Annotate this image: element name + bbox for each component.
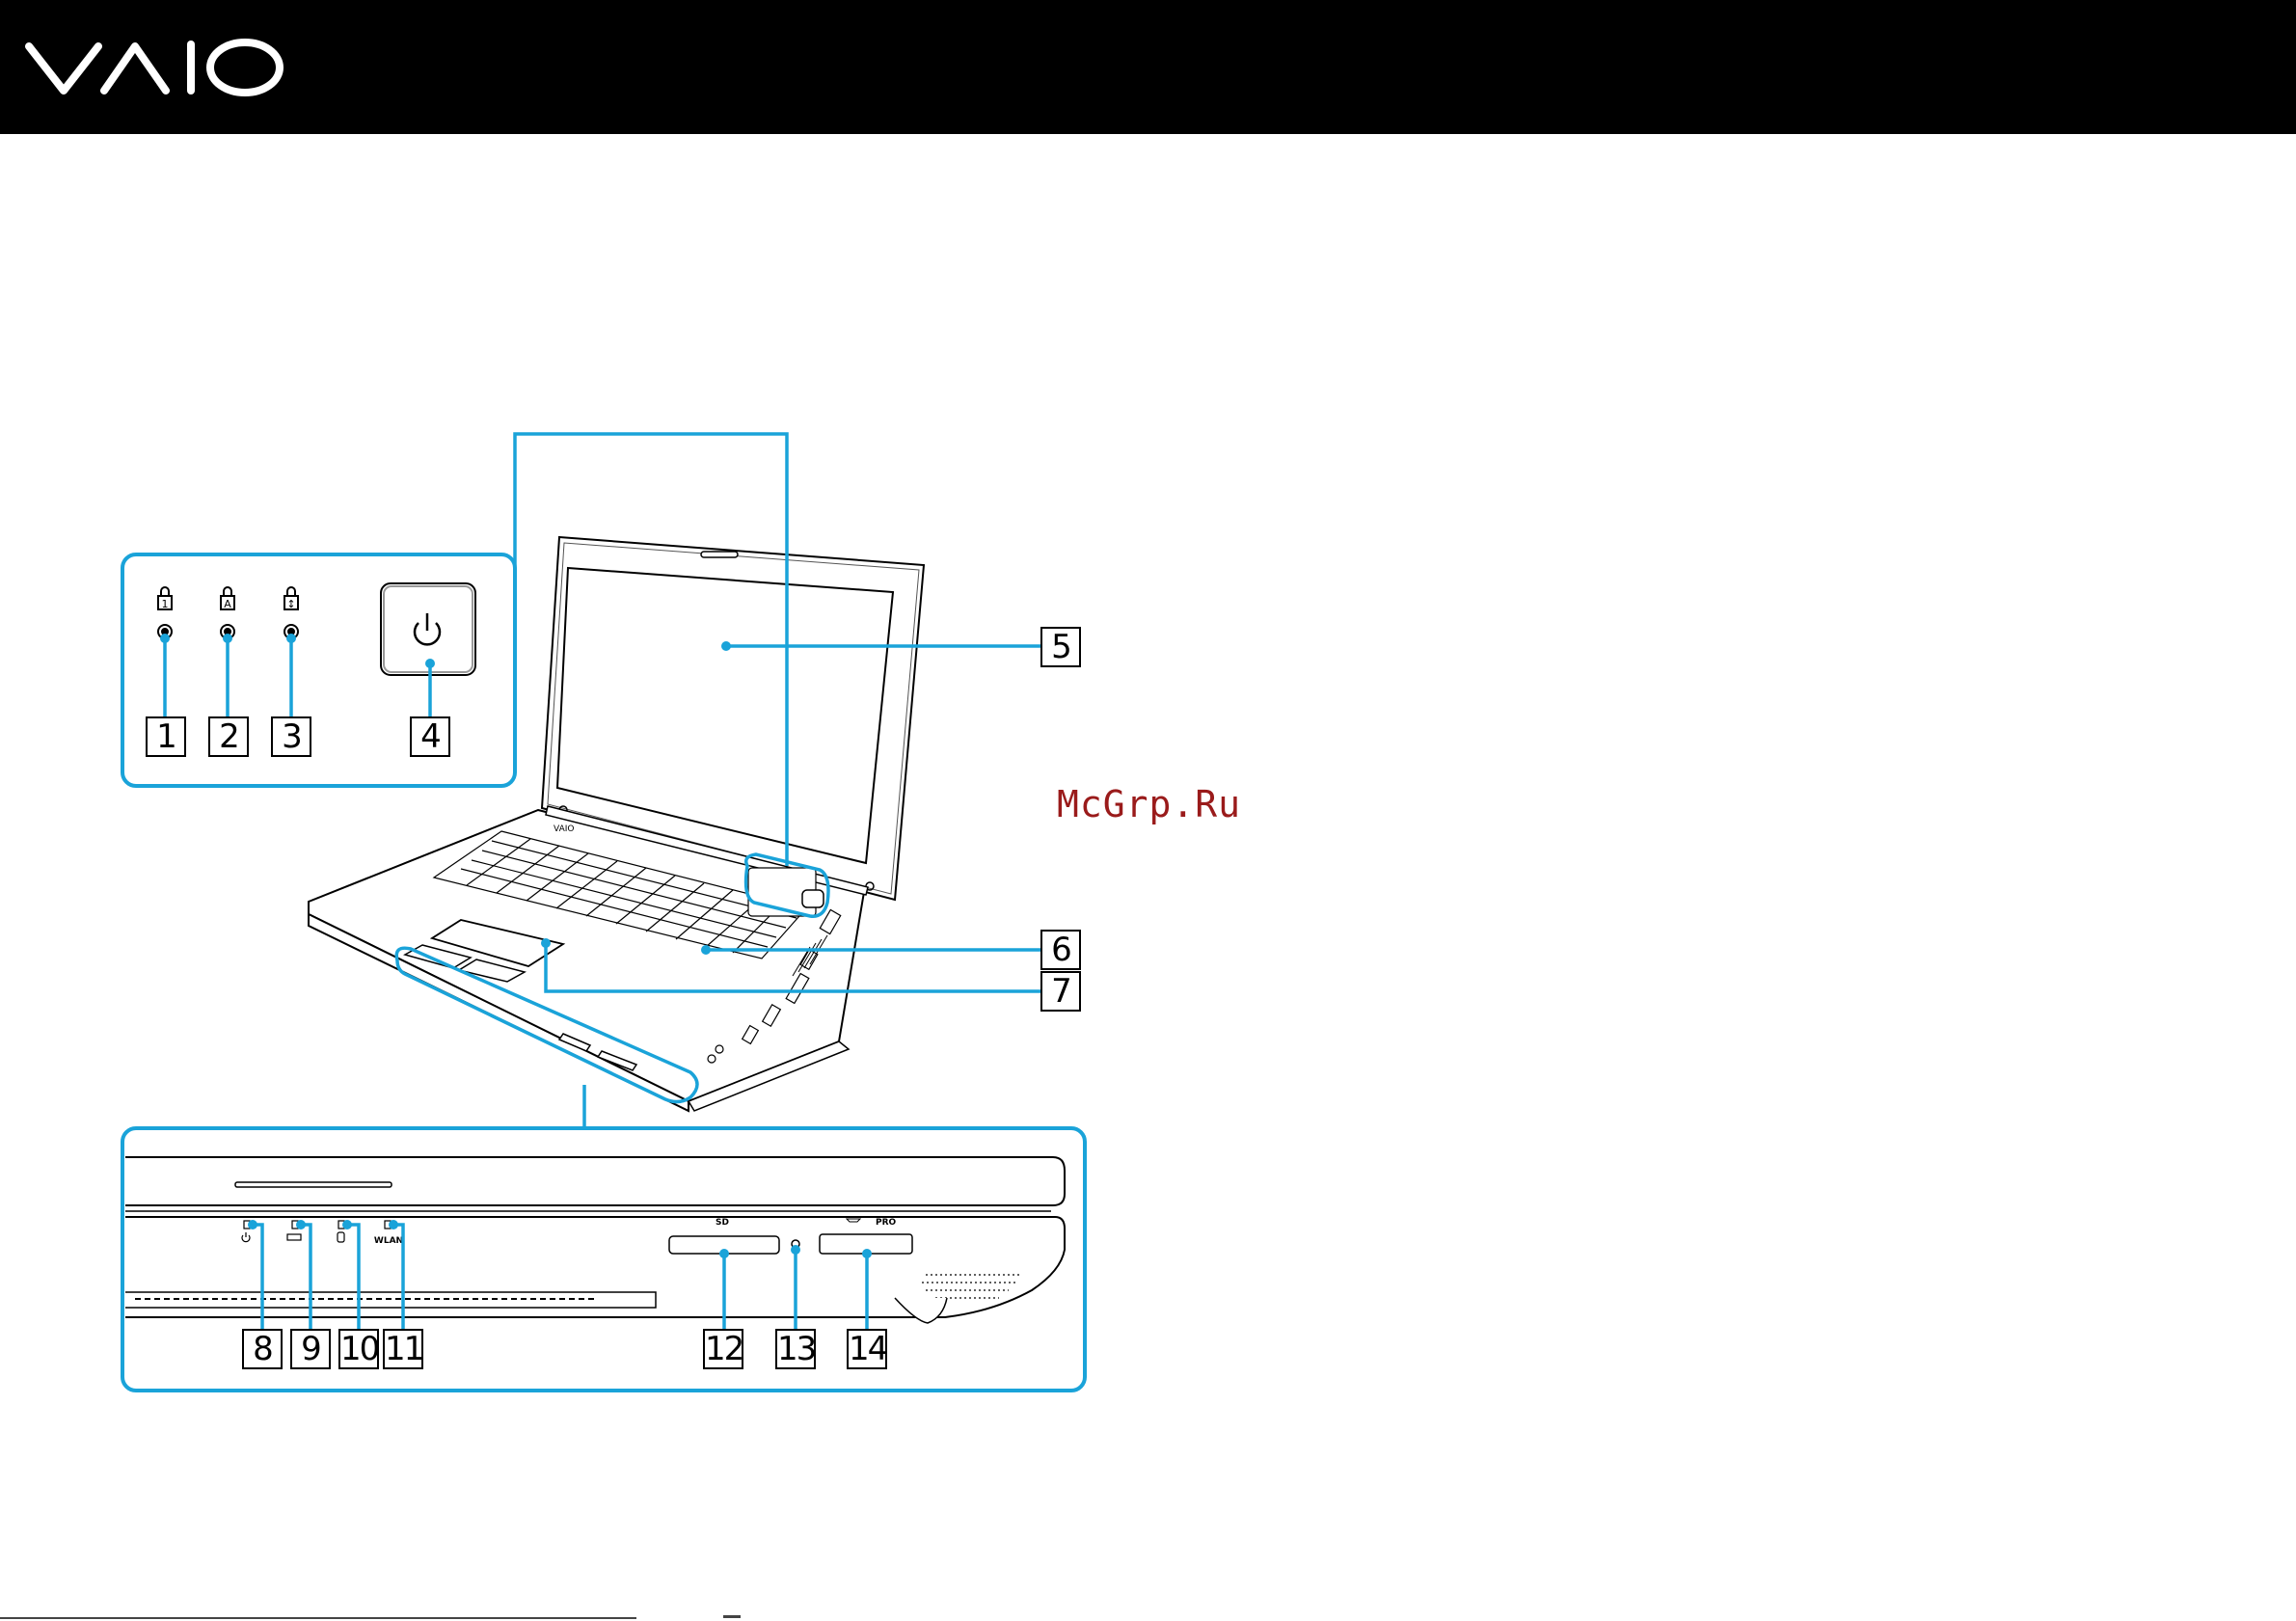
wlan-label: WLAN (374, 1236, 403, 1246)
callout-14: 14 (847, 1329, 887, 1369)
callout-10: 10 (338, 1329, 379, 1369)
callout-1: 1 (146, 716, 186, 757)
watermark: McGrp.Ru (1057, 783, 1241, 825)
callout-11: 11 (383, 1329, 423, 1369)
caps-lock-icon: A (221, 587, 234, 610)
memory-stick-slot-label: PRO (876, 1218, 897, 1228)
footer-rule (0, 1617, 636, 1619)
scroll-lock-icon: ↕ (284, 587, 298, 610)
callout-13: 13 (775, 1329, 816, 1369)
num-lock-icon: 1 (158, 587, 172, 610)
sd-slot-label: SD (716, 1218, 729, 1228)
callout-2: 2 (208, 716, 249, 757)
footer-mark (723, 1615, 741, 1618)
callout-4: 4 (410, 716, 450, 757)
callout-7: 7 (1040, 971, 1081, 1012)
callout-9: 9 (290, 1329, 331, 1369)
svg-text:VAIO: VAIO (554, 824, 574, 834)
svg-text:A: A (224, 598, 231, 610)
callout-12: 12 (703, 1329, 743, 1369)
svg-text:1: 1 (162, 598, 169, 610)
callout-3: 3 (271, 716, 311, 757)
callout-8: 8 (242, 1329, 283, 1369)
callout-5: 5 (1040, 627, 1081, 667)
svg-text:↕: ↕ (286, 598, 295, 610)
callout-6: 6 (1040, 930, 1081, 970)
